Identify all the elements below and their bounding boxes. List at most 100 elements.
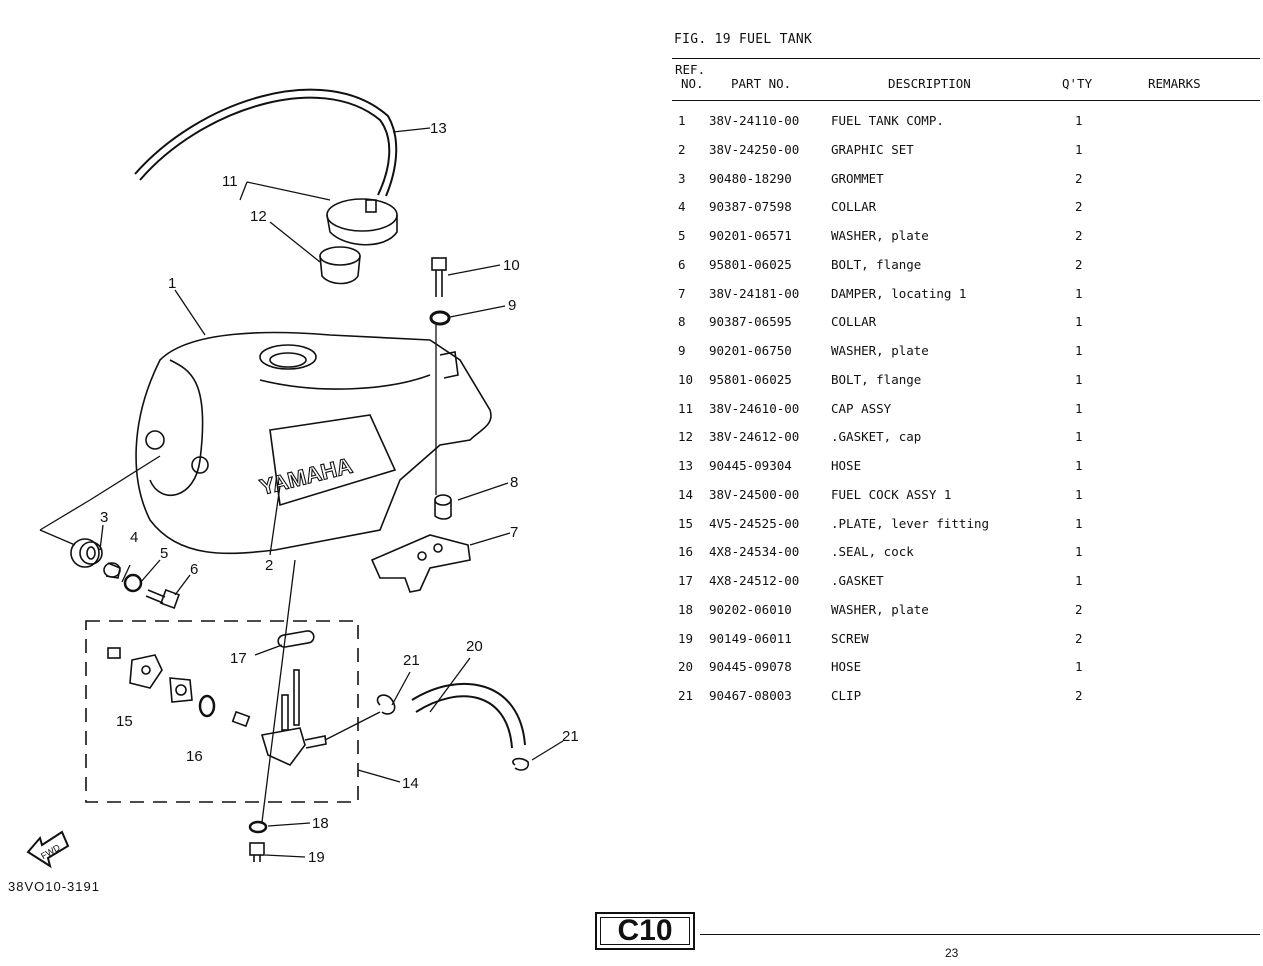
part-number-cell: 90149-06011 bbox=[709, 630, 792, 646]
header-remarks: REMARKS bbox=[1148, 76, 1201, 91]
svg-text:8: 8 bbox=[510, 474, 518, 491]
description-cell: .SEAL, cock bbox=[831, 544, 914, 560]
cap-gasket bbox=[319, 246, 361, 285]
description-cell: .GASKET, cap bbox=[831, 429, 922, 445]
header-qty: Q'TY bbox=[1062, 76, 1093, 91]
washer-5 bbox=[123, 573, 143, 593]
svg-text:4: 4 bbox=[130, 529, 138, 546]
part-number-cell: 38V-24500-00 bbox=[709, 486, 800, 502]
part-number-cell: 38V-24612-00 bbox=[709, 429, 800, 445]
part-number-cell: 90467-08003 bbox=[709, 688, 792, 703]
plate-15 bbox=[129, 654, 163, 689]
ref-cell: 4 bbox=[678, 199, 686, 215]
svg-text:18: 18 bbox=[312, 815, 329, 832]
quantity-cell: 2 bbox=[1075, 688, 1083, 703]
part-number-cell: 90387-07598 bbox=[709, 199, 792, 215]
part-number-cell: 4V5-24525-00 bbox=[709, 515, 800, 531]
description-cell: BOLT, flange bbox=[831, 371, 922, 387]
svg-text:2: 2 bbox=[265, 557, 273, 574]
svg-text:19: 19 bbox=[308, 849, 325, 866]
description-cell: DAMPER, locating 1 bbox=[831, 285, 967, 301]
description-cell: HOSE bbox=[831, 458, 862, 473]
quantity-cell: 1 bbox=[1075, 141, 1083, 157]
part-number-cell: 38V-24610-00 bbox=[709, 400, 800, 416]
hose-20 bbox=[411, 682, 526, 746]
ref-cell: 15 bbox=[678, 515, 694, 531]
description-cell: CLIP bbox=[831, 688, 862, 703]
ref-cell: 5 bbox=[678, 228, 686, 243]
description-cell: .GASKET bbox=[831, 573, 884, 588]
page-number: 23 bbox=[945, 946, 959, 960]
header-part-no: PART NO. bbox=[731, 76, 792, 91]
bolt-6 bbox=[145, 589, 180, 609]
screw-19 bbox=[249, 842, 265, 862]
description-cell: FUEL COCK ASSY 1 bbox=[831, 486, 952, 502]
svg-text:16: 16 bbox=[186, 748, 203, 765]
svg-text:6: 6 bbox=[190, 561, 198, 578]
clip-21b bbox=[512, 757, 530, 771]
quantity-cell: 1 bbox=[1075, 458, 1083, 473]
quantity-cell: 1 bbox=[1075, 113, 1083, 128]
description-cell: HOSE bbox=[831, 659, 862, 675]
ref-cell: 12 bbox=[678, 429, 694, 445]
description-cell: BOLT, flange bbox=[831, 256, 922, 272]
ref-cell: 14 bbox=[678, 486, 694, 502]
quantity-cell: 1 bbox=[1075, 544, 1083, 560]
washer-9 bbox=[429, 310, 451, 326]
svg-text:1: 1 bbox=[168, 275, 176, 292]
svg-text:15: 15 bbox=[116, 713, 133, 730]
quantity-cell: 2 bbox=[1075, 630, 1083, 646]
description-cell: COLLAR bbox=[831, 199, 877, 215]
catalog-code: 38VO10-3191 bbox=[8, 879, 100, 894]
svg-text:17: 17 bbox=[230, 650, 247, 667]
footer-rule bbox=[700, 934, 1260, 935]
ref-cell: 3 bbox=[678, 170, 686, 186]
collar-8 bbox=[434, 494, 452, 520]
table-top-rule bbox=[672, 58, 1260, 59]
quantity-cell: 2 bbox=[1075, 170, 1083, 186]
ref-cell: 17 bbox=[678, 573, 694, 588]
part-number-cell: 90201-06750 bbox=[709, 343, 792, 358]
washer-18 bbox=[248, 820, 268, 834]
seal-16 bbox=[198, 694, 216, 718]
svg-text:21: 21 bbox=[403, 652, 420, 669]
quantity-cell: 1 bbox=[1075, 515, 1083, 531]
quantity-cell: 1 bbox=[1075, 429, 1083, 445]
ref-cell: 1 bbox=[678, 113, 686, 128]
quantity-cell: 2 bbox=[1075, 256, 1083, 272]
gasket-17 bbox=[277, 630, 315, 648]
quantity-cell: 1 bbox=[1075, 400, 1083, 416]
ref-cell: 7 bbox=[678, 285, 686, 301]
svg-text:11: 11 bbox=[222, 173, 238, 190]
ref-cell: 19 bbox=[678, 630, 694, 646]
part-number-cell: 95801-06025 bbox=[709, 256, 792, 272]
svg-text:20: 20 bbox=[466, 638, 483, 655]
lever-part bbox=[169, 677, 193, 703]
fuel-cock-assy-box bbox=[85, 620, 359, 803]
collar-4 bbox=[103, 562, 121, 579]
table-row: 12 38V-24612-00 .GASKET, cap 1 bbox=[672, 429, 1260, 449]
exploded-diagram: YAMAHA FWD bbox=[8, 88, 579, 894]
fwd-arrow-icon bbox=[26, 830, 70, 869]
quantity-cell: 1 bbox=[1075, 285, 1083, 301]
bolt-10 bbox=[431, 257, 447, 297]
quantity-cell: 1 bbox=[1075, 371, 1083, 387]
svg-text:3: 3 bbox=[100, 509, 108, 526]
page-code: C10 bbox=[595, 912, 695, 950]
svg-text:10: 10 bbox=[503, 257, 520, 274]
part-number-cell: 38V-24250-00 bbox=[709, 141, 800, 157]
description-cell: WASHER, plate bbox=[831, 228, 929, 243]
damper-7 bbox=[370, 534, 471, 593]
description-cell: CAP ASSY bbox=[831, 400, 892, 416]
